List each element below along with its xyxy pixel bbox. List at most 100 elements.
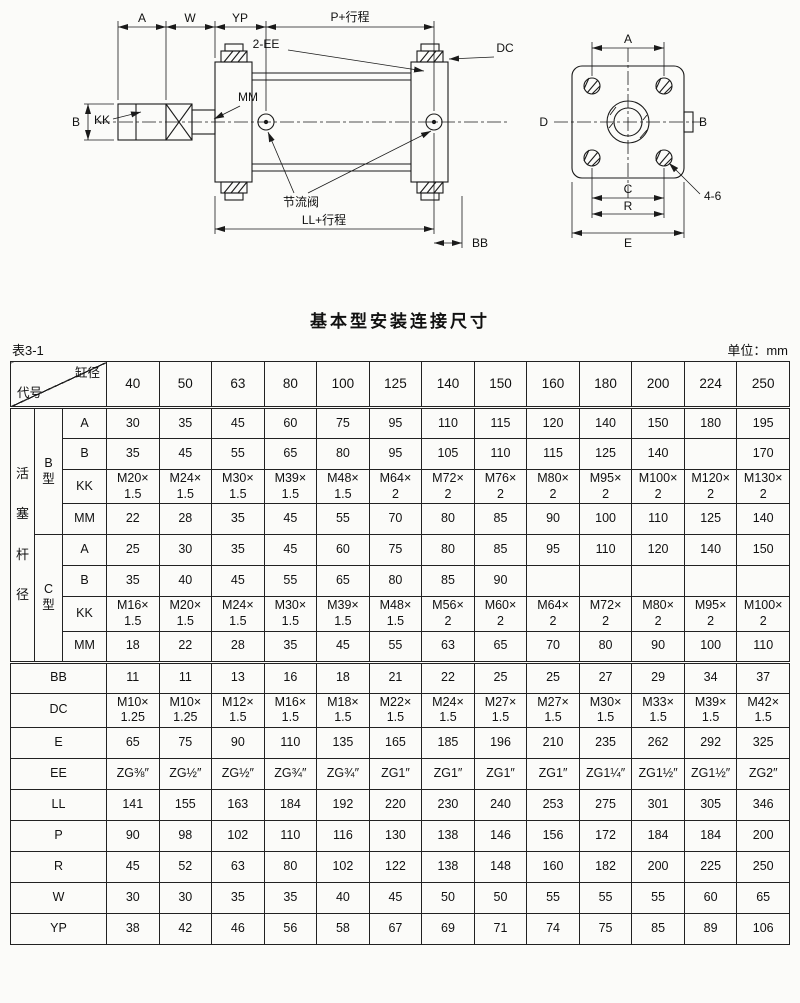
value-cell: 275 [578,788,633,821]
value-cell: 45 [263,534,318,567]
value-cell: 80 [368,565,423,598]
value-cell: 75 [158,726,213,759]
value-cell: 65 [106,726,160,759]
value-cell: ZG1¼″ [578,757,633,790]
value-cell: 34 [683,660,738,694]
param-label: P [9,819,108,852]
value-cell: 25 [106,534,160,567]
value-cell: 184 [263,788,318,821]
value-cell: 35 [106,438,160,470]
column-header: 100 [316,361,370,409]
value-cell: 63 [211,850,265,883]
value-cell: M30× 1.5 [578,692,633,728]
value-cell: 75 [316,407,370,439]
technical-drawing: A W YP P+行程 2-EE DC B KK MM 节流阀 LL+行程 BB… [72,9,722,250]
value-cell: 110 [473,438,528,470]
value-cell: 18 [106,630,160,663]
value-cell: 95 [368,407,423,439]
value-cell: M39× 1.5 [316,596,370,632]
value-cell: 45 [158,438,213,470]
corner-top-label: 缸径 [75,366,101,380]
value-cell: 30 [158,881,213,914]
value-cell: 115 [526,438,580,470]
value-cell: 122 [368,850,423,883]
value-cell: 110 [421,407,475,439]
column-header: 250 [736,361,790,409]
unit-label: 单位：mm [727,343,788,358]
flange-end-view [554,42,702,238]
value-cell: M27× 1.5 [473,692,528,728]
value-cell [526,565,580,598]
value-cell: ZG1″ [526,757,580,790]
column-header: 150 [473,361,528,409]
value-cell: 301 [631,788,685,821]
value-cell: 253 [526,788,580,821]
value-cell [578,565,633,598]
value-cell: M20× 1.5 [158,596,213,632]
dim-label-a: A [138,11,146,25]
value-cell: 70 [526,630,580,663]
value-cell: M10× 1.25 [158,692,213,728]
value-cell: M100× 2 [736,596,790,632]
value-cell: 80 [421,503,475,536]
label-4-holes: 4-6 [704,189,722,203]
value-cell: 225 [683,850,738,883]
value-cell: 240 [473,788,528,821]
value-cell: ZG¾″ [316,757,370,790]
value-cell: 180 [683,407,738,439]
value-cell: 45 [211,565,265,598]
value-cell: 45 [106,850,160,883]
value-cell: M48× 1.5 [316,468,370,505]
value-cell: M33× 1.5 [631,692,685,728]
value-cell: 65 [473,630,528,663]
value-cell: 146 [473,819,528,852]
value-cell: 45 [211,407,265,439]
value-cell: M80× 2 [526,468,580,505]
value-cell: 115 [473,407,528,439]
dim-label-yp: YP [232,11,248,25]
value-cell: 95 [526,534,580,567]
param-label: LL [9,788,108,821]
value-cell: 196 [473,726,528,759]
cylinder-side-view [84,21,508,248]
value-cell: 65 [316,565,370,598]
value-cell: 110 [263,819,318,852]
dim-label-p-stroke: P+行程 [330,9,369,24]
value-cell: 140 [631,438,685,470]
value-cell: 85 [421,565,475,598]
dim-label-w: W [184,11,196,25]
param-label: BB [9,660,108,694]
value-cell: ZG1½″ [631,757,685,790]
label-dc: DC [496,41,514,55]
value-cell: 30 [106,881,160,914]
value-cell: 56 [263,912,318,945]
value-cell: 220 [368,788,423,821]
value-cell: 46 [211,912,265,945]
value-cell: ZG½″ [211,757,265,790]
value-cell: 135 [316,726,370,759]
value-cell: 30 [106,407,160,439]
value-cell: 156 [526,819,580,852]
value-cell: 140 [578,407,633,439]
value-cell: 22 [421,660,475,694]
value-cell: M130× 2 [736,468,790,505]
value-cell: 120 [526,407,580,439]
value-cell: 150 [631,407,685,439]
value-cell: M42× 1.5 [736,692,790,728]
value-cell: 85 [473,503,528,536]
value-cell: M120× 2 [683,468,738,505]
value-cell: 45 [316,630,370,663]
value-cell: M72× 2 [578,596,633,632]
column-header: 125 [368,361,423,409]
value-cell: 22 [158,630,213,663]
value-cell: 55 [263,565,318,598]
value-cell: 110 [263,726,318,759]
value-cell: 90 [526,503,580,536]
value-cell: 65 [263,438,318,470]
value-cell: 140 [683,534,738,567]
value-cell: 235 [578,726,633,759]
value-cell: 106 [736,912,790,945]
value-cell: 210 [526,726,580,759]
value-cell: 250 [736,850,790,883]
